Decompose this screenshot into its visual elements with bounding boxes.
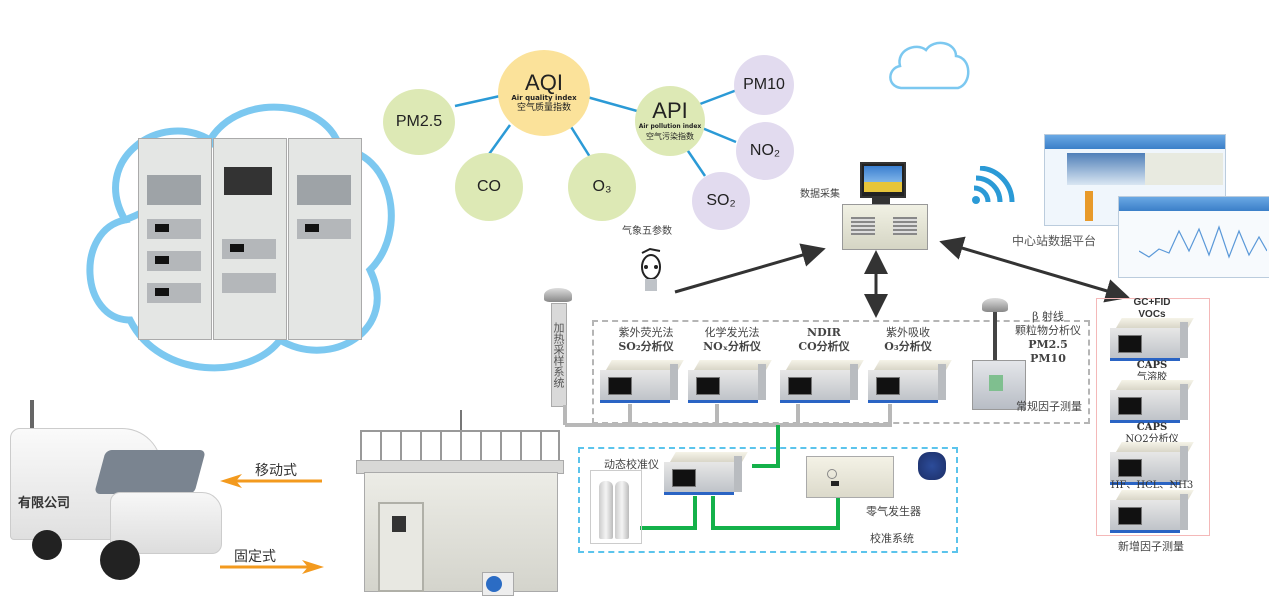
- gcfid-line2: VOCs: [1138, 309, 1166, 320]
- pm25-label: PM2.5: [395, 113, 443, 130]
- caps-aerosol-line2: 气溶胶: [1137, 372, 1167, 383]
- fixed-monitoring-station: [356, 410, 564, 596]
- so2-method: 紫外荧光法: [618, 326, 674, 339]
- beta-analyzer-label: β 射线 颗粒物分析仪 PM2.5 PM10: [1010, 310, 1086, 366]
- so2-analyzer: [600, 360, 684, 404]
- nox-name: NOₓ分析仪: [703, 340, 761, 353]
- bubble-api: API Air pollution index 空气污染指数: [635, 86, 705, 156]
- aerosol-analyzer: [1110, 380, 1194, 424]
- co-name: CO分析仪: [798, 340, 850, 353]
- beta-line2: 颗粒物分析仪: [1015, 324, 1081, 337]
- beta-particulate-analyzer: [972, 360, 1026, 410]
- o3-label: O₃: [592, 178, 612, 195]
- so2-label: SO₂: [706, 192, 736, 209]
- zero-air-generator: [806, 456, 894, 498]
- dynamic-calibrator: [664, 452, 748, 496]
- bubble-co: CO: [455, 153, 523, 221]
- calibration-system-label: 校准系统: [870, 532, 914, 545]
- beta-sampling-tube: [993, 312, 997, 362]
- api-en: Air pollution index: [638, 123, 702, 130]
- co-method: NDIR: [807, 326, 841, 339]
- new-factor-4-label: HF、HCL、NH3: [1110, 480, 1194, 491]
- mobile-arrow: [220, 474, 322, 488]
- bubble-no2: NO₂: [736, 122, 794, 180]
- beta-line3: PM2.5: [1028, 338, 1068, 351]
- caps-aerosol-line1: CAPS: [1136, 360, 1168, 371]
- bubble-aqi: AQI Air quality index 空气质量指数: [498, 50, 590, 136]
- api-cn: 空气污染指数: [646, 132, 694, 141]
- van-company-text: 有限公司: [18, 496, 71, 511]
- platform-screenshot-2: [1118, 196, 1269, 278]
- bubble-pm25: PM2.5: [383, 89, 455, 155]
- o3-analyzer: [868, 360, 952, 404]
- heated-sampling-system: 加热采样系统: [551, 303, 567, 407]
- wireless-signal-icon: [972, 166, 1015, 204]
- air-compressor: [918, 452, 946, 480]
- sampling-head-icon: [544, 288, 572, 302]
- zero-air-label: 零气发生器: [866, 505, 921, 518]
- beta-sampling-head: [982, 298, 1008, 312]
- mobile-label: 移动式: [255, 463, 297, 479]
- pm10-label: PM10: [743, 76, 785, 93]
- so2-name: SO₂分析仪: [618, 340, 674, 353]
- gcfid-line1: GC+FID: [1133, 297, 1171, 308]
- gas-cylinders: [590, 470, 642, 544]
- conventional-group-label: 常规因子测量: [1016, 400, 1082, 413]
- calibrator-label: 动态校准仪: [604, 458, 659, 471]
- fixed-label: 固定式: [234, 549, 276, 565]
- api-title: API: [652, 98, 688, 123]
- weather-station-icon: [641, 247, 661, 291]
- bubble-o3: O₃: [568, 153, 636, 221]
- nox-analyzer: [688, 360, 772, 404]
- weather-label: 气象五参数: [622, 226, 672, 237]
- o3-method: 紫外吸收: [886, 326, 930, 339]
- o3-name: O₃分析仪: [884, 340, 932, 353]
- vocs-analyzer: [1110, 318, 1194, 362]
- bubble-so2: SO₂: [692, 172, 750, 230]
- hf-hcl-nh3-analyzer: [1110, 490, 1194, 534]
- monitoring-cabinets: [138, 138, 362, 340]
- no2-label: NO₂: [749, 142, 781, 159]
- co-analyzer: [780, 360, 864, 404]
- co-label: CO: [477, 178, 501, 195]
- new-factors-group-label: 新增因子测量: [1118, 540, 1184, 553]
- cloud-icon-small: [889, 41, 970, 90]
- data-collection-label: 数据采集: [800, 189, 840, 200]
- beta-line1: β 射线: [1032, 310, 1064, 323]
- bubble-pm10: PM10: [734, 55, 794, 115]
- mobile-monitoring-van: 有限公司: [10, 400, 222, 590]
- aqi-en: Air quality index: [511, 94, 577, 102]
- fixed-arrow: [220, 560, 324, 574]
- caps-no2-line2: NO2分析仪: [1125, 434, 1179, 445]
- nox-method: 化学发光法: [704, 326, 760, 339]
- caps-no2-line1: CAPS: [1136, 422, 1168, 433]
- caps-no2-analyzer: [1110, 442, 1194, 486]
- data-collection-computer: [842, 160, 928, 250]
- aqi-cn: 空气质量指数: [516, 103, 571, 113]
- new-factors-group: [1096, 298, 1210, 536]
- aqi-title: AQI: [525, 70, 563, 95]
- beta-line4: PM10: [1030, 352, 1066, 365]
- calibration-system-group: [578, 447, 958, 553]
